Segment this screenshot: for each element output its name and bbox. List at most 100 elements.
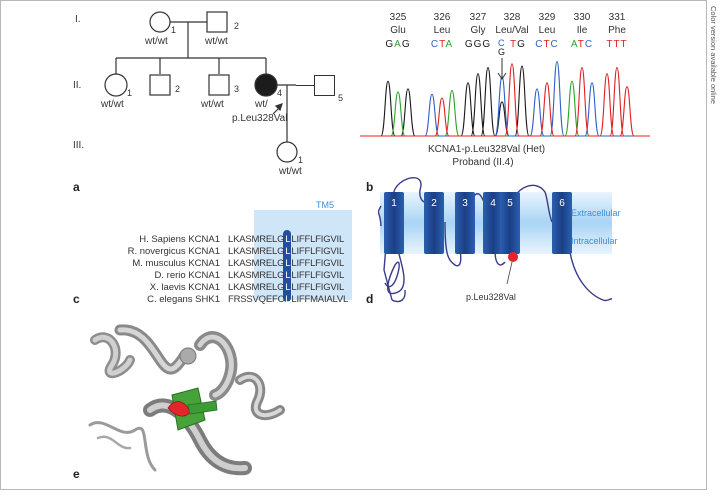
codon-sequence: TTT bbox=[606, 39, 628, 50]
codon-number: 330 bbox=[573, 12, 591, 23]
species-name: R. novergicus KCNA1 bbox=[127, 246, 220, 257]
pedigree-id: 3 bbox=[234, 84, 240, 94]
sequence-prefix: LKASMRELG bbox=[228, 270, 285, 281]
pedigree-genotype: wt/wt bbox=[205, 36, 228, 47]
codon-number: 331 bbox=[608, 12, 626, 23]
extracellular-label: Extracellular bbox=[571, 208, 621, 218]
segment-number: 1 bbox=[391, 198, 397, 209]
pedigree-female-II1 bbox=[104, 73, 128, 97]
alignment-sequence: LKASMRELGLLIFFLFIGVIL bbox=[228, 282, 344, 293]
pedigree-id: 1 bbox=[298, 155, 304, 165]
alt-base-bottom: G bbox=[498, 47, 507, 57]
segment-number: 4 bbox=[490, 198, 496, 209]
wildtype-residue-green bbox=[187, 400, 218, 415]
pedigree-id: 1 bbox=[127, 88, 133, 98]
pedigree-id: 4 bbox=[277, 88, 283, 98]
codon-amino-acid: Leu bbox=[433, 25, 451, 36]
conserved-residue: L bbox=[285, 246, 291, 257]
codon-number: 327 bbox=[469, 12, 487, 23]
tm5-label: TM5 bbox=[316, 200, 334, 210]
codon-amino-acid: Gly bbox=[470, 25, 486, 36]
panel-label-e: e bbox=[73, 467, 80, 481]
codon-sequence: CTC bbox=[535, 39, 559, 50]
pedigree-male-II2 bbox=[149, 74, 171, 96]
species-name: X. laevis KCNA1 bbox=[149, 282, 220, 293]
codon-number: 328 bbox=[503, 12, 521, 23]
codon-amino-acid: Ile bbox=[576, 25, 588, 36]
species-name: M. musculus KCNA1 bbox=[132, 258, 220, 269]
codon-amino-acid: Glu bbox=[390, 25, 406, 36]
pedigree-chart bbox=[104, 11, 298, 163]
codon-amino-acid: Leu bbox=[538, 25, 556, 36]
protein-loops bbox=[391, 177, 613, 302]
species-name: C. elegans SHK1 bbox=[147, 294, 220, 305]
panel-label-d: d bbox=[366, 292, 374, 306]
conserved-residue: L bbox=[285, 234, 291, 245]
pedigree-genotype: wt/wt bbox=[201, 99, 224, 110]
intracellular-label: Intracellular bbox=[571, 236, 618, 246]
alignment-sequence: LKASMRELGLLIFFLFIGVIL bbox=[228, 258, 344, 269]
codon-number: 326 bbox=[433, 12, 451, 23]
figure-frame bbox=[0, 0, 707, 490]
pedigree-variant: p.Leu328Val bbox=[232, 113, 288, 124]
codon-number: 325 bbox=[389, 12, 407, 23]
sequence-prefix: LKASMRELG bbox=[228, 234, 285, 245]
codon-sequence: GGG bbox=[464, 39, 492, 50]
sequence-prefix: LKASMRELG bbox=[228, 282, 285, 293]
alignment-sequence: LKASMRELGLLIFFLFIGVIL bbox=[228, 246, 344, 257]
pedigree-female-III1 bbox=[276, 141, 298, 163]
panel-label-c: c bbox=[73, 292, 80, 306]
variant-callout-line bbox=[506, 261, 513, 285]
conserved-residue: L bbox=[285, 282, 291, 293]
panel-label-b: b bbox=[366, 180, 374, 194]
chromatogram-caption: KCNA1-p.Leu328Val (Het) bbox=[428, 144, 546, 155]
conserved-residue: L bbox=[285, 294, 291, 305]
transmembrane-segment bbox=[552, 192, 572, 254]
codon-amino-acid: Phe bbox=[608, 25, 626, 36]
pedigree-genotype: wt/ bbox=[255, 99, 268, 110]
codon-amino-acid: Leu/Val bbox=[495, 25, 529, 36]
segment-number: 2 bbox=[431, 198, 437, 209]
sequence-prefix: FRSSVQEFC bbox=[228, 294, 285, 305]
alt-base-top: C bbox=[498, 38, 506, 48]
pedigree-id: 2 bbox=[234, 21, 240, 31]
pedigree-id: 1 bbox=[171, 25, 177, 35]
sequence-suffix: LIFFLFIGVIL bbox=[291, 270, 345, 281]
transmembrane-segment bbox=[483, 192, 503, 254]
variant-position-marker bbox=[508, 252, 518, 262]
alignment-sequence: FRSSVQEFCLLIFFMAIALVL bbox=[228, 294, 348, 305]
pedigree-male-II3 bbox=[208, 74, 230, 96]
tm5-highlight bbox=[254, 210, 352, 300]
generation-label-I: I. bbox=[75, 14, 81, 25]
sequence-suffix: LIFFLFIGVIL bbox=[291, 234, 345, 245]
species-name: H. Sapiens KCNA1 bbox=[139, 234, 220, 245]
segment-number: 6 bbox=[559, 198, 565, 209]
codon-number: 329 bbox=[538, 12, 556, 23]
codon-sequence: CTA bbox=[430, 39, 454, 50]
pedigree-id: 5 bbox=[338, 93, 344, 103]
species-name: D. rerio KCNA1 bbox=[154, 270, 220, 281]
transmembrane-segment bbox=[424, 192, 444, 254]
sequence-prefix: LKASMRELG bbox=[228, 258, 285, 269]
sequence-suffix: LIFFLFIGVIL bbox=[291, 258, 345, 269]
conserved-residue: L bbox=[285, 258, 291, 269]
sequence-prefix: LKASMRELG bbox=[228, 246, 285, 257]
codon-sequence: GAG bbox=[385, 39, 411, 50]
conserved-residue: L bbox=[285, 270, 291, 281]
panel-label-a: a bbox=[73, 180, 80, 194]
variant-label: p.Leu328Val bbox=[466, 292, 516, 302]
sequence-suffix: LIFFMAIALVL bbox=[291, 294, 349, 305]
transmembrane-segment bbox=[384, 192, 404, 254]
segment-number: 5 bbox=[507, 198, 513, 209]
pedigree-genotype: wt/wt bbox=[279, 166, 302, 177]
conserved-leu-marker bbox=[283, 230, 291, 302]
pedigree-id: 2 bbox=[175, 84, 181, 94]
transmembrane-segment bbox=[455, 192, 475, 254]
base-letters: TG bbox=[510, 39, 526, 50]
codon-sequence: ATC bbox=[570, 39, 594, 50]
pedigree-male-II5 bbox=[314, 75, 335, 96]
chromatogram-subcaption: Proband (II.4) bbox=[452, 157, 514, 168]
